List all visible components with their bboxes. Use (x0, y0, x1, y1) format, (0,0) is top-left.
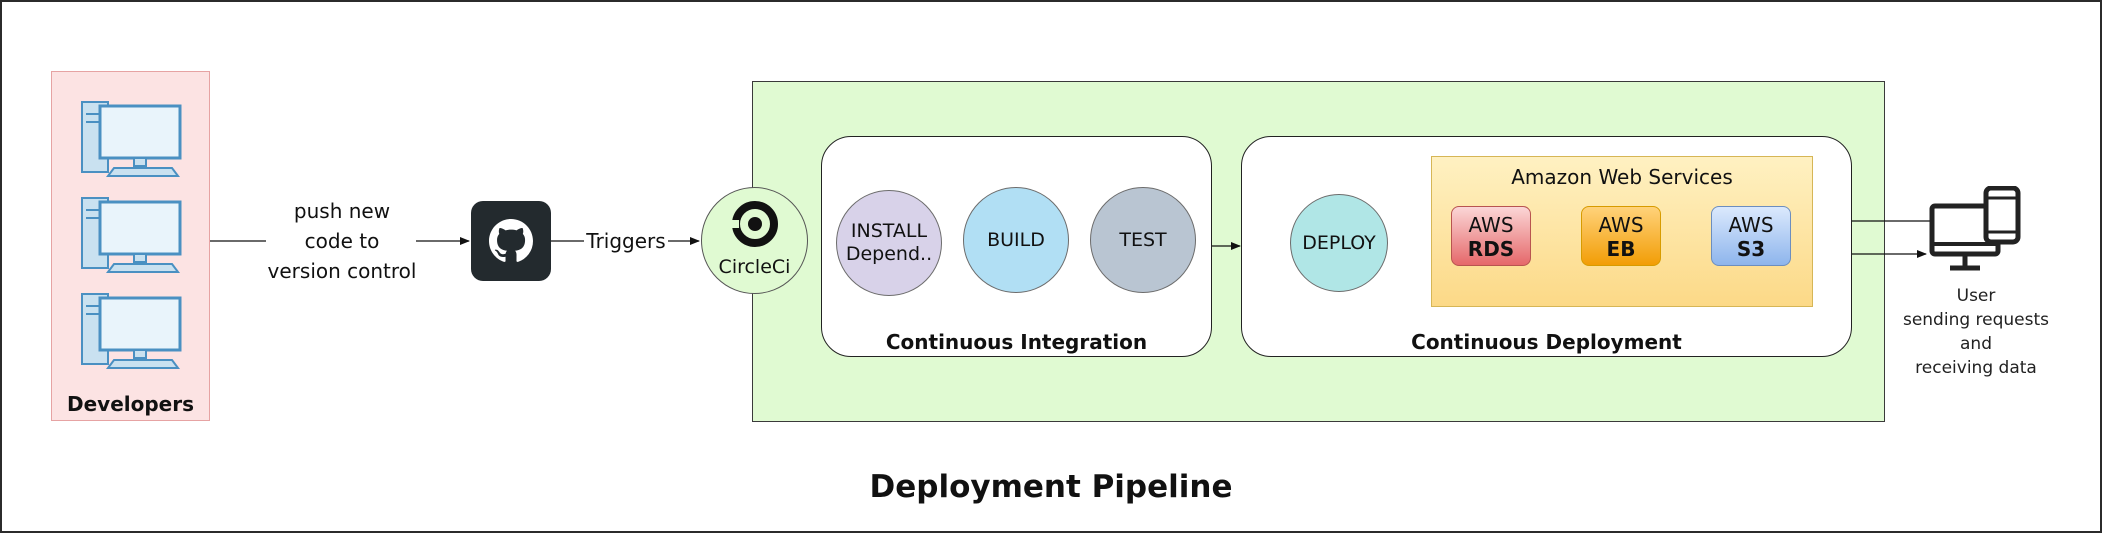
push-code-label: push new code to version control (262, 196, 422, 286)
user-line: User (1956, 286, 1996, 306)
deploy-node: DEPLOY (1290, 194, 1388, 292)
s3-line1: AWS (1728, 213, 1774, 237)
user-label: User sending requests and receiving data (1890, 284, 2062, 380)
user-line: receiving data (1915, 358, 2037, 378)
user-line: and (1960, 334, 1992, 354)
circleci-icon (731, 201, 778, 247)
desktop-computer-icon (81, 293, 182, 369)
circleci-label: CircleCi (718, 256, 791, 278)
desktop-computer-icon (81, 197, 182, 273)
rds-line1: AWS (1468, 213, 1514, 237)
deploy-label: DEPLOY (1302, 231, 1376, 254)
developers-label: Developers (66, 392, 194, 416)
page-title: Deployment Pipeline (869, 469, 1233, 505)
aws-title: Amazon Web Services (1511, 165, 1733, 189)
eb-line2: EB (1606, 237, 1636, 261)
build-node: BUILD (963, 187, 1069, 293)
user-line: sending requests (1902, 310, 2050, 330)
ci-title: Continuous Integration (885, 330, 1148, 354)
circleci-node: CircleCi (701, 187, 808, 294)
push-line: code to (304, 229, 380, 253)
desktop-and-phone-icon (1929, 186, 2021, 271)
github-node (471, 201, 551, 281)
push-line: push new (293, 199, 391, 223)
aws-s3-node: AWS S3 (1711, 206, 1791, 266)
github-icon (489, 219, 533, 262)
push-line: version control (267, 259, 417, 283)
install-dependencies-node: INSTALL Depend.. (836, 190, 942, 296)
developers-group: Developers (51, 71, 210, 421)
rds-line2: RDS (1467, 237, 1515, 261)
aws-eb-node: AWS EB (1581, 206, 1661, 266)
aws-rds-node: AWS RDS (1451, 206, 1531, 266)
install-line: Depend.. (845, 243, 933, 265)
build-label: BUILD (987, 228, 1045, 251)
test-label: TEST (1119, 228, 1167, 251)
triggers-label: Triggers (584, 228, 668, 254)
test-node: TEST (1090, 187, 1196, 293)
desktop-computer-icon (81, 101, 182, 177)
eb-line1: AWS (1598, 213, 1644, 237)
cd-title: Continuous Deployment (1411, 330, 1682, 354)
install-line: INSTALL (850, 220, 928, 242)
s3-line2: S3 (1736, 237, 1766, 261)
